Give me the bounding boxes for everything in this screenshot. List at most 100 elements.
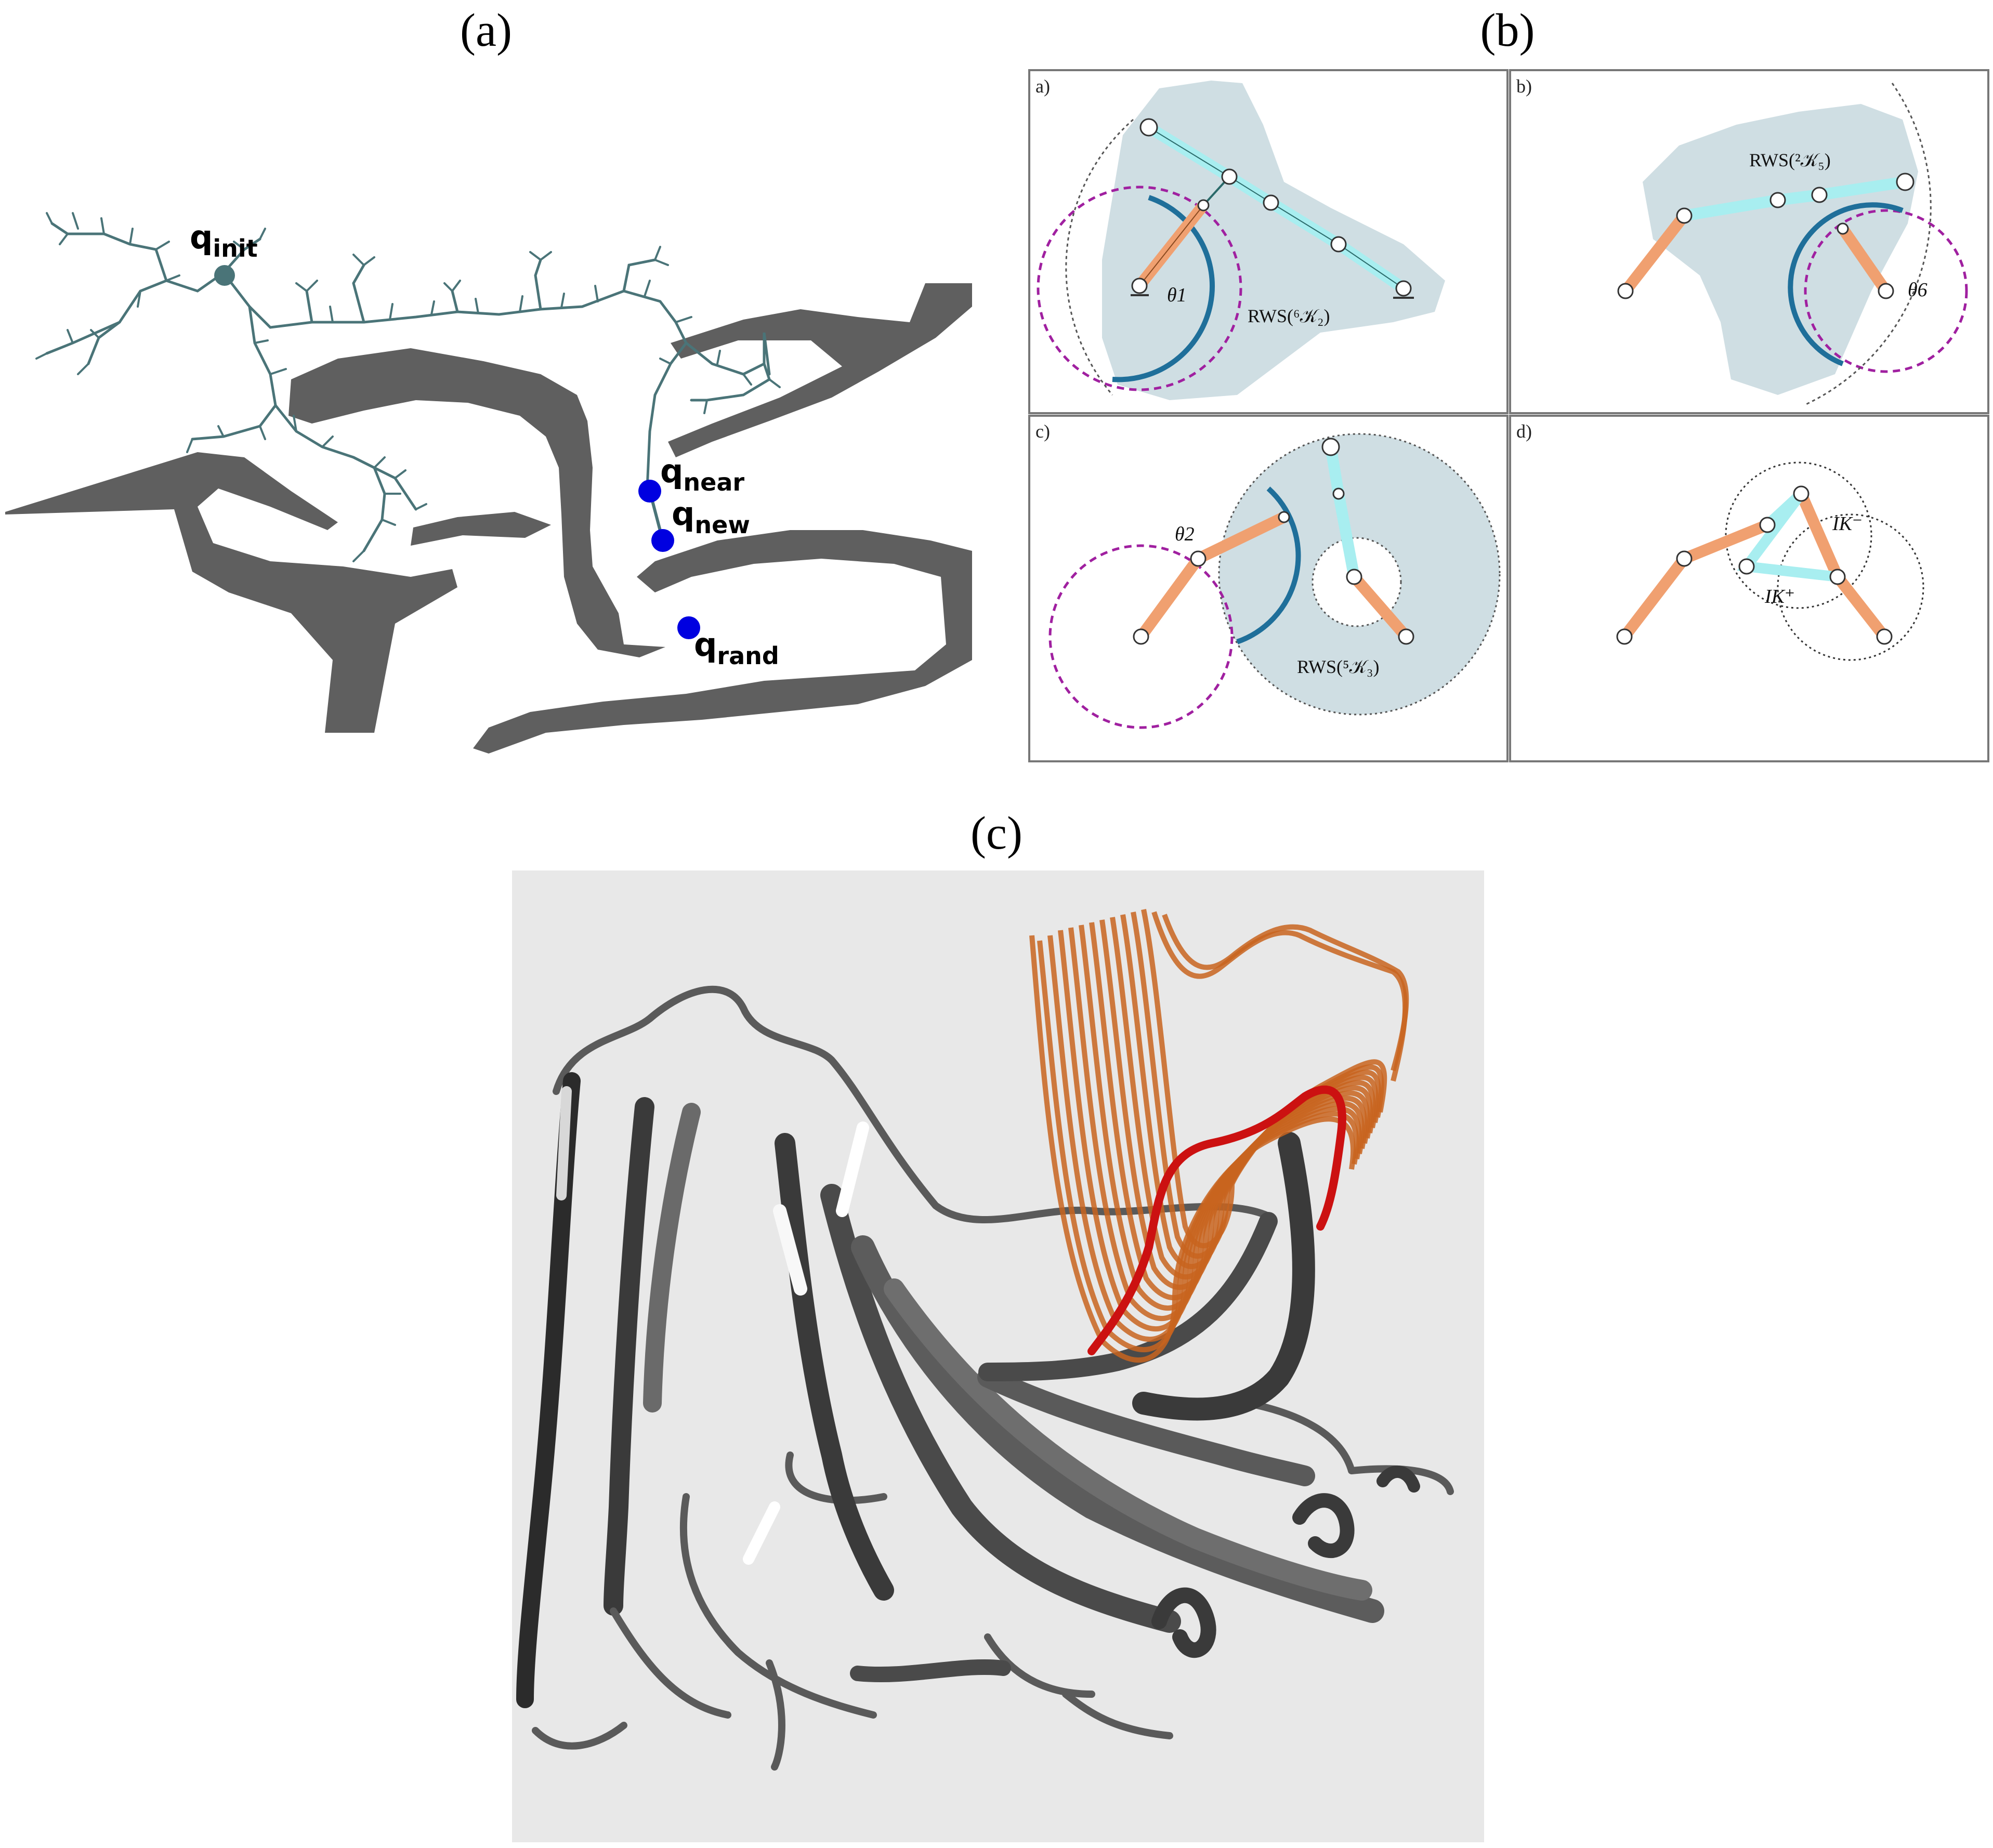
rws-label-c: RWS(⁵𝒦₃) [1297, 656, 1380, 677]
panel-b: (b) a) θ1 RWS(⁶𝒦₂) [1028, 5, 1989, 762]
strand-mid-1 [775, 1133, 894, 1601]
tree-branch-right [685, 341, 771, 402]
tree-branch-left [87, 271, 225, 365]
rrt-tree [35, 212, 781, 562]
subpanel-c: c) θ2 RWS(⁵𝒦₃) [1035, 421, 1501, 729]
panel-c-title: (c) [971, 808, 1022, 859]
tree-twigs [35, 212, 781, 562]
subpanel-c-label: c) [1035, 421, 1050, 442]
tree-branch-up5 [622, 258, 657, 293]
protein-render-background [512, 870, 1484, 1842]
strand-mid-4 [884, 1278, 1372, 1601]
tree-branch-up1 [305, 289, 313, 324]
ik-circle-upper [1725, 461, 1872, 609]
ik-circle-lower [1777, 513, 1924, 661]
loop-red [1087, 1085, 1346, 1355]
panel-a-title: (a) [460, 5, 512, 56]
strand-right-3 [978, 1212, 1278, 1381]
angle-label-theta2: θ2 [1175, 523, 1195, 545]
protein-ribbons [516, 985, 1454, 1771]
link-orange [1832, 571, 1890, 642]
tree-branch-down-b [274, 404, 386, 552]
helix-3 [1376, 1465, 1420, 1493]
link-orange [1135, 553, 1204, 642]
reach-circle-dashed [1048, 544, 1234, 729]
q-new-label: qnew [672, 495, 750, 539]
ground-base [1131, 294, 1414, 299]
obstacle-lower-right [473, 530, 972, 754]
obstacle-left [5, 452, 457, 733]
tree-branch-left-b [50, 222, 168, 282]
link-cyan-chain [1737, 490, 1843, 582]
link-orange [1348, 571, 1412, 642]
reachable-arc [1236, 486, 1301, 644]
tree-branch-up4 [534, 258, 542, 311]
workspace-region [1643, 104, 1918, 395]
joints [1617, 173, 1915, 299]
q-rand-node [677, 616, 700, 639]
strand-left-2 [604, 1097, 654, 1616]
ik-minus-label: IK⁻ [1832, 513, 1863, 535]
link-cyan-chain [1679, 176, 1911, 221]
loop-ensemble [1029, 909, 1409, 1363]
strand-right-2 [1132, 1132, 1315, 1421]
reach-circle-dashed [1037, 186, 1242, 391]
strand-mid-3 [851, 1235, 1384, 1623]
ik-plus-label: IK⁺ [1764, 586, 1795, 608]
link-orange [1795, 488, 1843, 583]
tree-branch-down [191, 305, 277, 441]
link-orange [1192, 511, 1290, 564]
rws-label-a: RWS(⁶𝒦₂) [1248, 306, 1330, 326]
subpanel-b-label: b) [1516, 76, 1532, 97]
tree-branch-up3 [451, 289, 459, 313]
boundary-arc [1803, 83, 1932, 406]
q-near-node [638, 480, 661, 503]
obstacle-upper-right [668, 283, 972, 457]
q-new-node [651, 529, 674, 552]
helix-2 [1292, 1493, 1355, 1559]
angle-label-theta1: θ1 [1167, 284, 1187, 306]
obstacles [5, 283, 972, 754]
link-orange [1679, 519, 1773, 564]
reachable-arc [1112, 195, 1215, 382]
strand-right-1 [977, 1367, 1315, 1486]
joints [1131, 118, 1412, 297]
angle-label-theta6: θ6 [1908, 279, 1928, 301]
coil-lower [610, 1493, 1173, 1771]
workspace-region [1102, 81, 1445, 400]
reach-circle-dashed [1804, 209, 1968, 373]
coil-backbone [532, 985, 1454, 1750]
strand-highlight-4 [743, 1501, 780, 1565]
q-init-node [214, 265, 235, 286]
subpanel-d-frame [1509, 415, 1989, 762]
strand-left-3 [643, 1103, 701, 1413]
tree-branch-right-b [763, 332, 771, 376]
helix-1 [1151, 1587, 1216, 1658]
panel-c: (c) [512, 808, 1484, 1842]
subpanel-d-label: d) [1516, 421, 1532, 442]
subpanel-d: d) IK⁻ IK⁺ [1516, 421, 1924, 661]
q-init-label: qinit [190, 218, 258, 262]
rws-label-b: RWS(²𝒦₅) [1749, 150, 1831, 170]
tree-branch-up2 [352, 263, 365, 324]
boundary-arc [1065, 118, 1134, 395]
link-orange-edge [1139, 205, 1204, 286]
strand-mid-2 [820, 1184, 1181, 1633]
subpanel-b: b) θ6 RWS(²𝒦₅) [1516, 76, 1968, 406]
strand-bottom [850, 1659, 1011, 1682]
joints [1616, 485, 1893, 645]
subpanel-a: a) θ1 RWS(⁶𝒦₂) [1035, 76, 1445, 400]
obstacle-upper-s [289, 348, 665, 657]
q-near-label: qnear [660, 452, 744, 496]
link-orange [1619, 553, 1690, 642]
strand-highlight-1 [773, 1204, 807, 1296]
joints [1133, 438, 1414, 645]
obstacle-middle-bar [411, 512, 551, 546]
panel-a: (a) [5, 5, 972, 754]
reachable-arc [1788, 202, 1904, 366]
panel-b-title: (b) [1480, 5, 1535, 56]
q-rand-label: qrand [694, 626, 779, 670]
strand-highlight-3 [556, 1086, 572, 1200]
tree-branch-left-c [45, 321, 121, 355]
